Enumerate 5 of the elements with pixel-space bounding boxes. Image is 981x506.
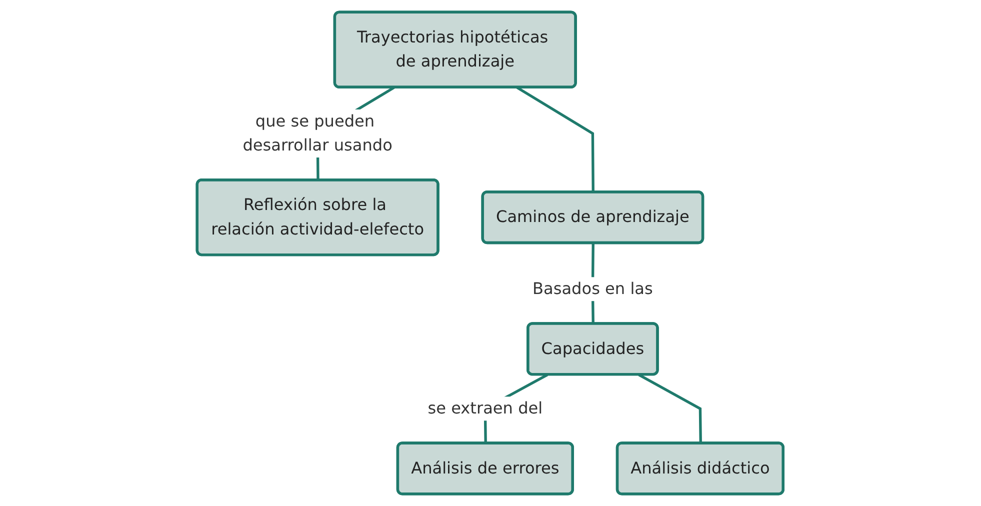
edge-label: se extraen del: [428, 399, 543, 418]
connector: [516, 86, 595, 192]
edge-label: Basados en las: [532, 280, 654, 298]
connector: [638, 374, 702, 444]
edge-label: que se pueden desarrollar usando: [243, 112, 393, 155]
